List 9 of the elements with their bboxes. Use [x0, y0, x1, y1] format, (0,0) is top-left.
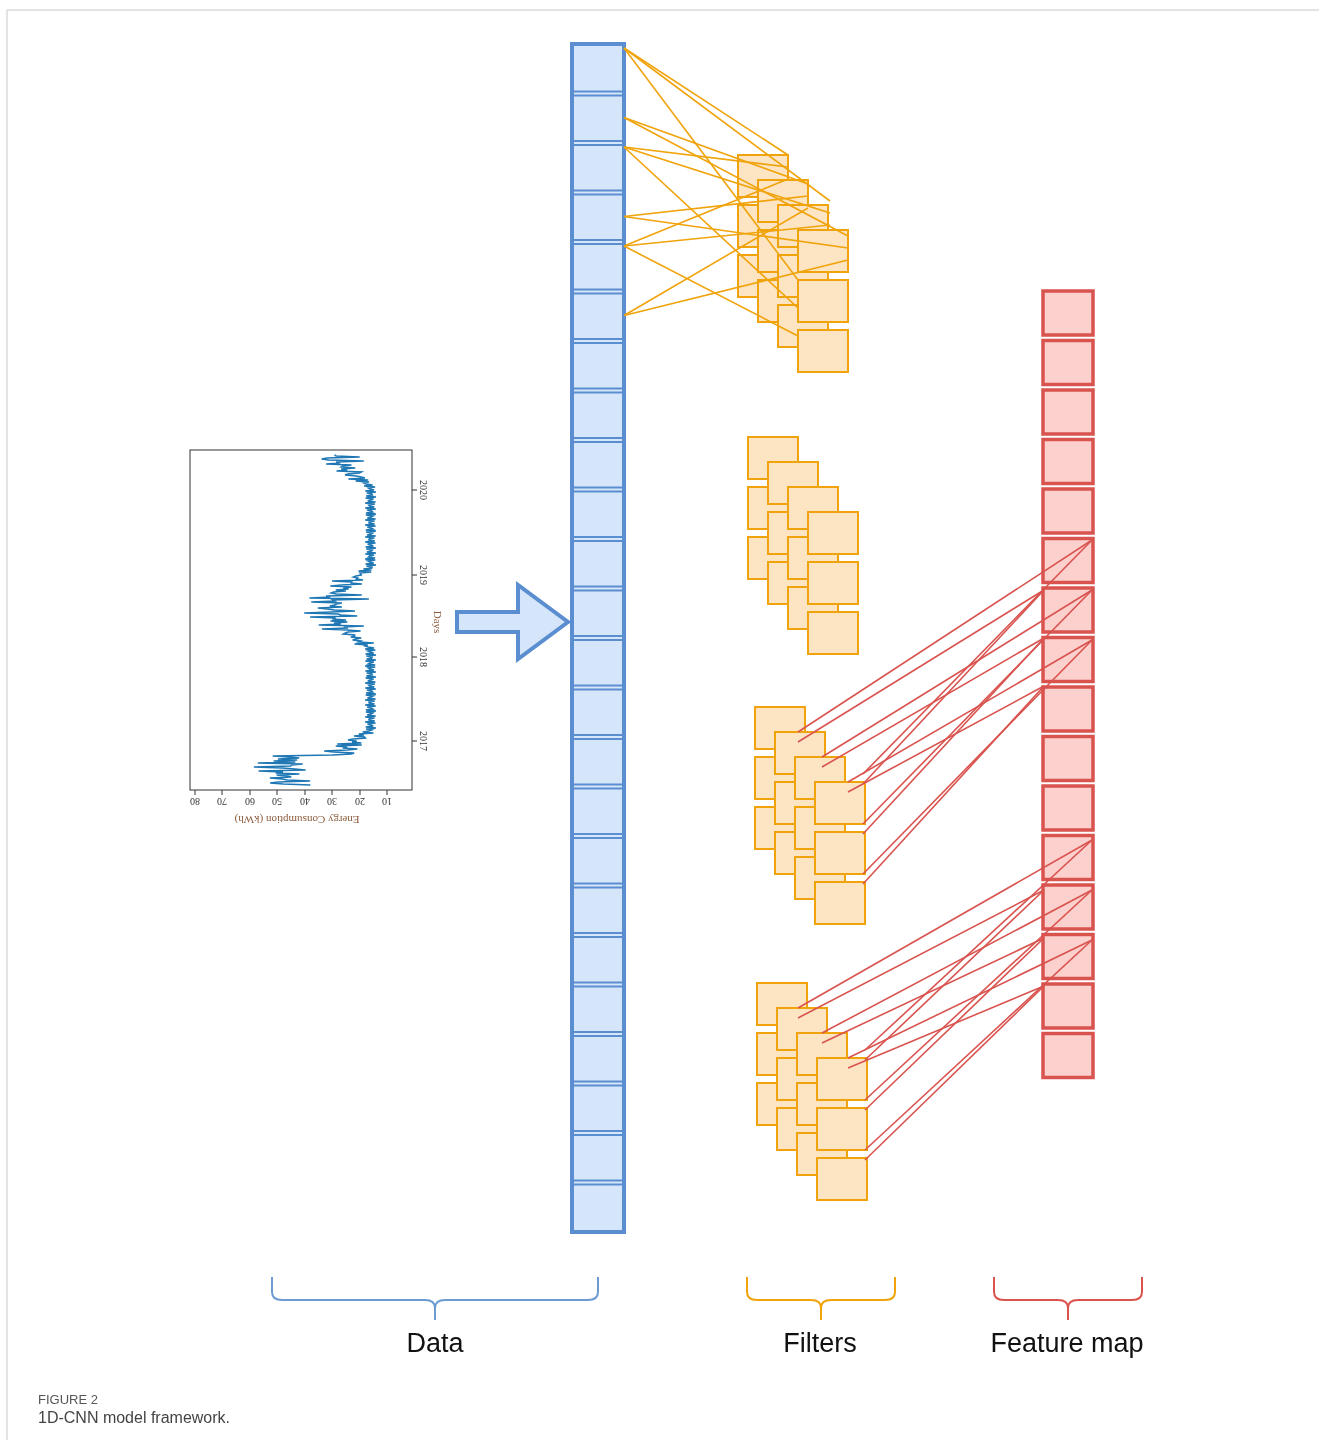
block-arrow — [455, 581, 572, 663]
group-label: Filters — [783, 1329, 857, 1357]
figure-number: FIGURE 2 — [38, 1392, 98, 1406]
group-label: Feature map — [990, 1329, 1144, 1357]
axis-title: Energy Consumption (kWh) — [234, 813, 360, 825]
axis-title: Days — [431, 610, 443, 634]
caption: 1D-CNN model framework. — [38, 1410, 231, 1426]
data-column — [570, 42, 626, 1234]
group-label: Data — [406, 1329, 464, 1357]
